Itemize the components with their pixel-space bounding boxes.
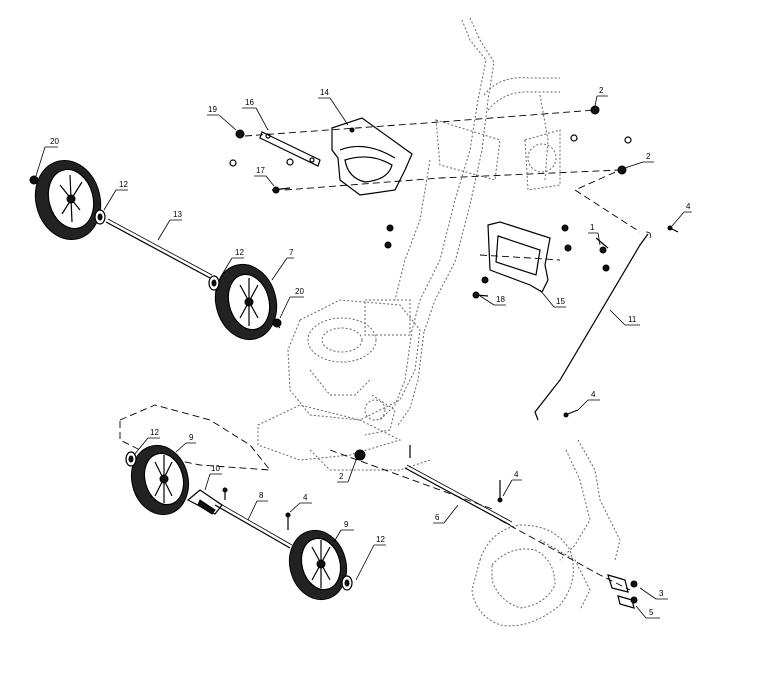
callout-19: 19	[208, 105, 217, 114]
bracket-bar	[259, 131, 321, 167]
callout-14: 14	[320, 88, 329, 97]
callout-12-lower-left: 12	[150, 428, 159, 437]
bolt-19	[235, 129, 245, 139]
callout-7: 7	[289, 248, 294, 257]
callout-2-mid: 2	[646, 152, 651, 161]
callout-16: 16	[245, 98, 254, 107]
callout-4-top-right: 4	[686, 202, 691, 211]
callout-10: 10	[211, 464, 220, 473]
nut-upper-left	[29, 175, 39, 185]
spacer-lower-left	[125, 451, 137, 467]
callout-20-upper-left: 20	[50, 137, 59, 146]
callout-1: 1	[590, 223, 595, 232]
wheel-lower-right	[288, 529, 348, 601]
callout-17: 17	[256, 166, 265, 175]
guard-plate	[487, 221, 551, 293]
callout-12-upper-a: 12	[119, 180, 128, 189]
bolt-misc-a	[229, 158, 294, 167]
callout-2-top: 2	[599, 86, 604, 95]
wheel-upper-right	[214, 263, 278, 341]
callout-4-shaft: 4	[514, 470, 519, 479]
callout-leaders	[35, 95, 692, 619]
callout-6: 6	[435, 513, 440, 522]
lower-shaft	[404, 464, 513, 526]
lower-axle	[214, 501, 293, 549]
callout-13: 13	[173, 210, 182, 219]
assembly-guide-lines	[119, 109, 641, 591]
callout-18: 18	[496, 295, 505, 304]
wheel-upper-left	[34, 159, 102, 241]
callout-11: 11	[628, 315, 637, 324]
callout-12-lower-right: 12	[376, 535, 385, 544]
callout-5: 5	[649, 608, 654, 617]
nut-upper-right	[272, 318, 282, 328]
callout-20-upper-right: 20	[295, 287, 304, 296]
callout-12-upper-b: 12	[235, 248, 244, 257]
axle-bracket	[186, 489, 223, 515]
callout-8: 8	[259, 491, 264, 500]
chute-bracket	[331, 117, 413, 196]
fasteners	[222, 105, 679, 609]
callout-4-rod: 4	[591, 390, 596, 399]
control-rod	[534, 231, 651, 421]
callout-9-lower-right: 9	[344, 520, 349, 529]
wheel-lower-left	[130, 444, 190, 516]
spacer-upper-b	[208, 275, 220, 291]
callout-labels: 20 12 13 12 7 20 19 16 14 17 2 2 1 4 15 …	[50, 86, 691, 617]
machine-phantom-outline	[257, 17, 621, 627]
spacer-upper-a	[94, 209, 106, 225]
spacer-lower-right	[341, 575, 353, 591]
callout-3: 3	[659, 589, 664, 598]
upper-axle	[105, 218, 213, 279]
callout-15: 15	[556, 297, 565, 306]
bolt-17	[271, 186, 291, 194]
callout-9-lower-left: 9	[189, 433, 194, 442]
callout-4-axle: 4	[303, 493, 308, 502]
callout-2-engine: 2	[339, 472, 344, 481]
